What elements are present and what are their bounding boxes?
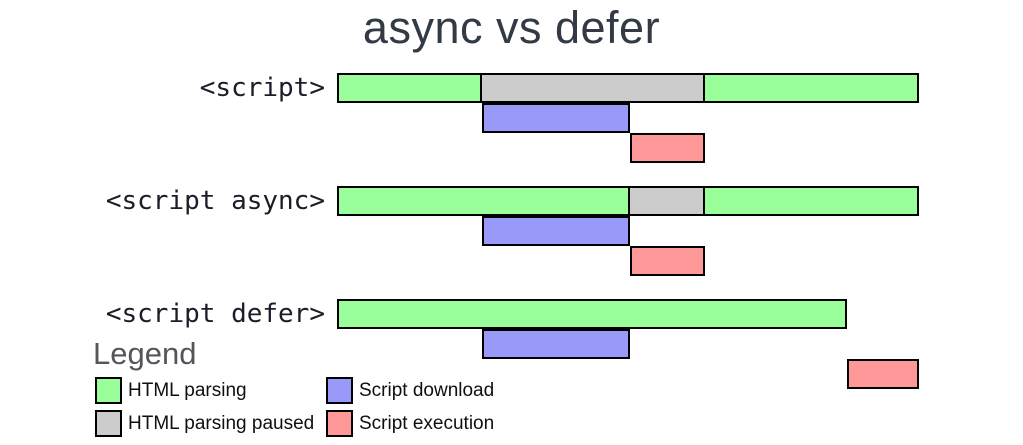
html-parsing-bar	[337, 73, 482, 103]
script-execution-bar	[630, 133, 705, 163]
script-download-bar	[482, 103, 630, 133]
script-download-bar	[482, 216, 630, 246]
html-parsing-bar	[337, 299, 847, 329]
html-parsing-bar	[337, 186, 630, 216]
html-parsing-paused-bar	[479, 73, 705, 103]
html-parsing-paused-bar	[627, 186, 705, 216]
html-parsing-swatch	[95, 377, 122, 404]
html-parsing-paused-swatch	[95, 410, 122, 437]
script-execution-swatch	[326, 410, 353, 437]
legend-item-label: HTML parsing	[128, 380, 247, 401]
legend-heading: Legend	[93, 336, 197, 371]
legend-item-label: Script execution	[359, 413, 495, 434]
row-label: <script async>	[105, 186, 325, 216]
row-label: <script defer>	[105, 299, 325, 329]
legend-item-label: HTML parsing paused	[128, 413, 315, 434]
row-label: <script>	[199, 73, 325, 103]
script-execution-bar	[630, 246, 705, 276]
script-execution-bar	[847, 359, 919, 389]
html-parsing-bar	[702, 186, 919, 216]
script-download-bar	[482, 329, 630, 359]
diagram-title: async vs defer	[362, 2, 661, 53]
html-parsing-bar	[702, 73, 919, 103]
script-download-swatch	[326, 377, 353, 404]
legend-item-label: Script download	[359, 380, 495, 401]
